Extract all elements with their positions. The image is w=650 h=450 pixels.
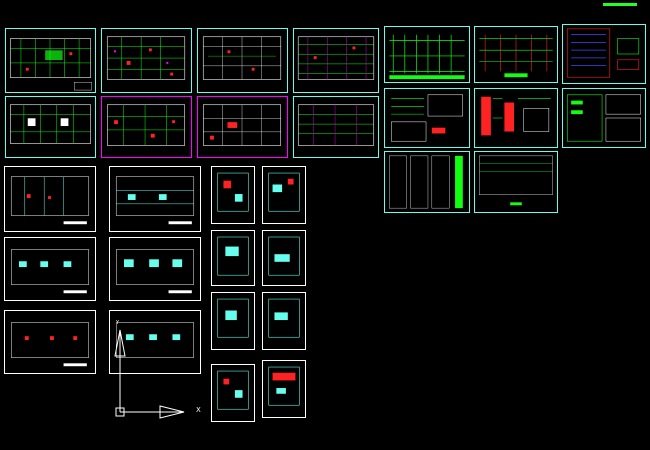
- notes-drawing: [389, 155, 463, 209]
- drawing-sheet-schematic-2[interactable]: [474, 26, 558, 83]
- floor-plan-drawing: [9, 38, 92, 91]
- drawing-sheet-unit-plan-3[interactable]: [211, 230, 255, 286]
- schematic-drawing: [390, 94, 464, 142]
- floor-plan-drawing: [107, 104, 186, 146]
- floor-plan-drawing: [11, 249, 89, 294]
- floor-plan-drawing: [106, 36, 186, 80]
- drawing-sheet-residential-plan-1[interactable]: [4, 166, 96, 232]
- drawing-sheet-floor-plan-7[interactable]: [197, 96, 288, 158]
- floor-plan-drawing: [297, 36, 375, 80]
- floor-plan-drawing: [297, 104, 375, 146]
- ucs-x-label: X: [196, 406, 201, 414]
- unit-plan-drawing: [268, 366, 300, 406]
- drawing-sheet-unit-plan-6[interactable]: [262, 292, 306, 350]
- drawing-sheet-unit-plan-5[interactable]: [211, 292, 255, 350]
- floor-plan-drawing: [10, 176, 90, 225]
- unit-plan-drawing: [268, 298, 300, 338]
- unit-plan-drawing: [268, 236, 300, 276]
- drawing-sheet-residential-plan-2[interactable]: [109, 166, 201, 232]
- unit-plan-drawing: [217, 236, 249, 276]
- legend-line: [603, 5, 637, 6]
- schematic-drawing: [566, 94, 641, 142]
- legend-line: [603, 4, 637, 5]
- drawing-sheet-floor-plan-3[interactable]: [197, 28, 288, 93]
- drawing-sheet-schematic-1[interactable]: [384, 26, 470, 83]
- floor-plan-drawing: [115, 176, 195, 225]
- unit-plan-drawing: [217, 298, 249, 338]
- drawing-sheet-schematic-4[interactable]: [384, 88, 470, 148]
- ucs-y-label: Y: [116, 320, 120, 326]
- legend-line: [603, 3, 637, 4]
- floor-plan-drawing: [203, 104, 282, 146]
- layer-legend: [603, 3, 637, 6]
- drawing-sheet-unit-plan-4[interactable]: [262, 230, 306, 286]
- floor-plan-drawing: [10, 104, 91, 144]
- schematic-drawing: [479, 34, 553, 78]
- drawing-sheet-unit-plan-2[interactable]: [262, 166, 306, 224]
- drawing-sheet-unit-plan-7[interactable]: [211, 364, 255, 422]
- drawing-sheet-schematic-3[interactable]: [562, 24, 646, 84]
- floor-plan-drawing: [116, 322, 194, 358]
- drawing-sheet-floor-plan-2[interactable]: [101, 28, 192, 93]
- schematic-drawing: [481, 96, 551, 136]
- drawing-sheet-floor-plan-4[interactable]: [293, 28, 379, 93]
- unit-plan-drawing: [217, 172, 249, 212]
- schematic-drawing: [566, 28, 640, 78]
- unit-plan-drawing: [268, 172, 300, 212]
- drawing-sheet-schematic-5[interactable]: [474, 88, 558, 148]
- drawing-sheet-residential-plan-3[interactable]: [4, 237, 96, 301]
- drawing-sheet-floor-plan-5[interactable]: [5, 96, 96, 158]
- drawing-sheet-residential-plan-6[interactable]: [109, 310, 201, 374]
- unit-plan-drawing: [217, 370, 249, 410]
- drawing-sheet-residential-plan-4[interactable]: [109, 237, 201, 301]
- floor-plan-drawing: [202, 36, 282, 80]
- floor-plan-drawing: [116, 249, 194, 294]
- drawing-sheet-floor-plan-1[interactable]: [5, 28, 96, 93]
- drawing-sheet-floor-plan-6[interactable]: [101, 96, 192, 158]
- drawing-sheet-notes-1[interactable]: [384, 151, 470, 213]
- ucs-coordinate-icon: X Y: [112, 320, 212, 420]
- drawing-sheet-unit-plan-1[interactable]: [211, 166, 255, 224]
- drawing-sheet-schematic-6[interactable]: [562, 88, 646, 148]
- drawing-sheet-residential-plan-5[interactable]: [4, 310, 96, 374]
- schematic-drawing: [389, 34, 465, 80]
- drawing-sheet-notes-2[interactable]: [474, 151, 558, 213]
- drawing-sheet-floor-plan-8[interactable]: [293, 96, 379, 158]
- floor-plan-drawing: [11, 322, 89, 367]
- notes-drawing: [479, 155, 553, 206]
- drawing-sheet-unit-plan-8[interactable]: [262, 360, 306, 418]
